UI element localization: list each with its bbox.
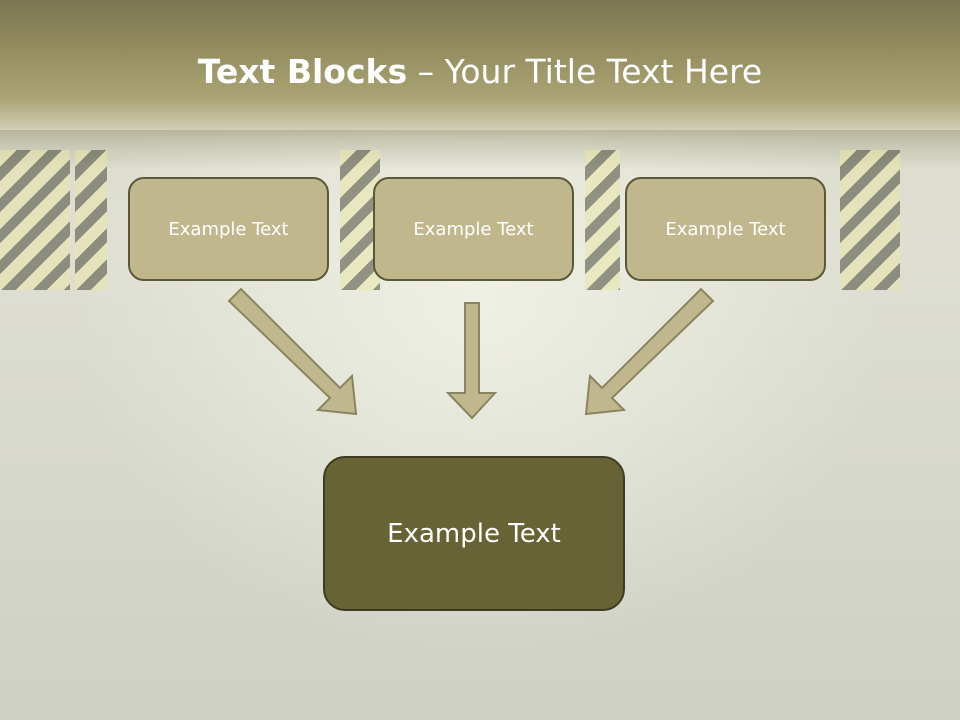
main-text-block-label: Example Text — [387, 518, 561, 549]
text-block-1: Example Text — [128, 177, 329, 281]
text-block-1-label: Example Text — [168, 218, 289, 240]
slide-title-rest: – Your Title Text Here — [407, 52, 763, 91]
striped-pillar — [0, 150, 70, 290]
slide-title: Text Blocks – Your Title Text Here — [0, 52, 960, 91]
striped-pillar — [75, 150, 107, 290]
striped-pillar — [585, 150, 620, 290]
slide-title-bold: Text Blocks — [197, 52, 408, 91]
striped-pillar — [840, 150, 900, 290]
main-text-block: Example Text — [323, 456, 625, 611]
title-band — [0, 0, 960, 140]
text-block-3-label: Example Text — [665, 218, 786, 240]
text-block-3: Example Text — [625, 177, 826, 281]
arrow-right — [584, 287, 715, 416]
text-block-2: Example Text — [373, 177, 574, 281]
arrow-left — [227, 287, 358, 416]
arrow-center — [445, 302, 498, 420]
text-block-2-label: Example Text — [413, 218, 534, 240]
